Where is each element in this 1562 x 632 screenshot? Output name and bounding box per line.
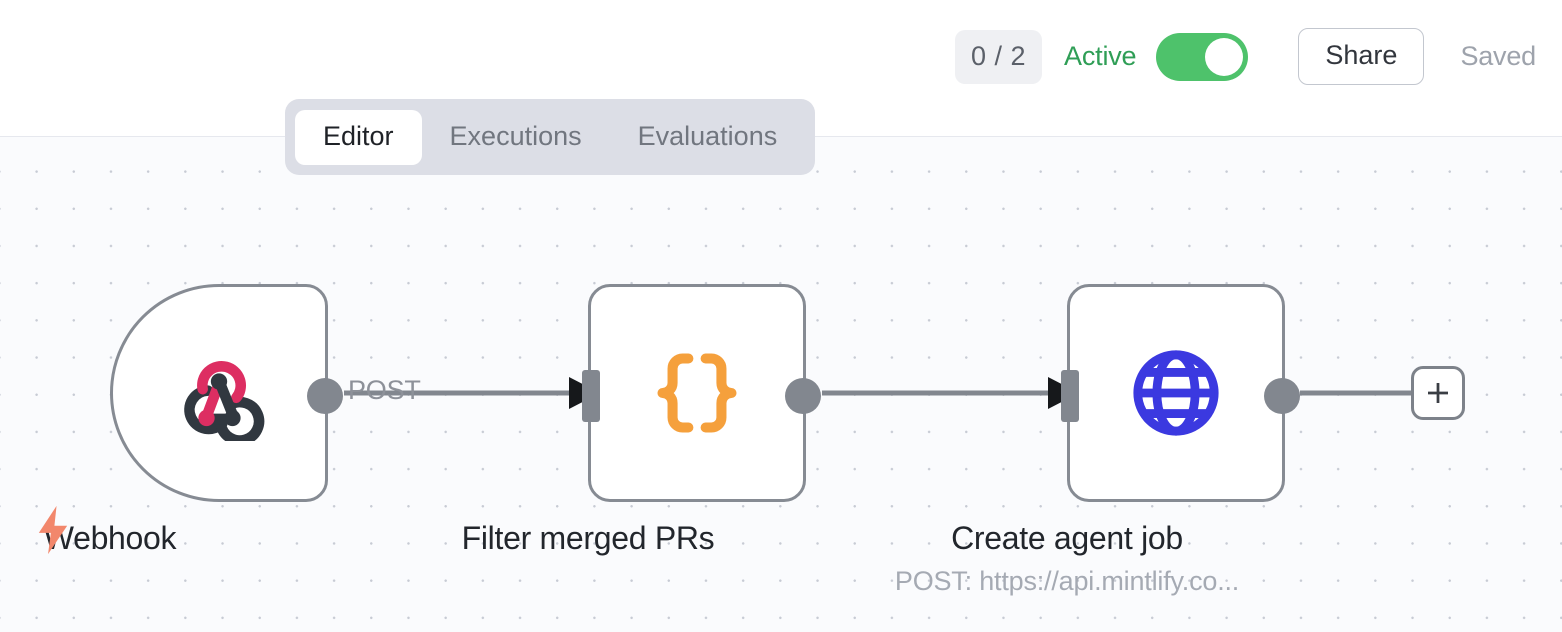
node-create-agent-job-label: Create agent job xyxy=(951,520,1183,556)
code-braces-icon xyxy=(651,347,743,439)
node-filter-merged-prs-body[interactable] xyxy=(582,284,821,502)
add-node-button[interactable] xyxy=(1411,366,1465,420)
saved-status-label: Saved xyxy=(1460,41,1536,71)
globe-icon xyxy=(1129,346,1223,440)
tab-editor[interactable]: Editor xyxy=(295,109,422,165)
workflow-canvas[interactable]: POST xyxy=(0,136,1562,632)
webhook-icon xyxy=(171,345,267,441)
node-create-agent-job-body[interactable] xyxy=(1061,284,1300,502)
share-button[interactable]: Share xyxy=(1298,28,1425,85)
toggle-knob xyxy=(1205,37,1244,76)
execution-count-badge: 0 / 2 xyxy=(955,29,1043,84)
edge-label-post: POST xyxy=(348,375,421,405)
active-status-label: Active xyxy=(1064,41,1137,71)
plus-icon xyxy=(1428,383,1448,403)
tab-executions[interactable]: Executions xyxy=(449,120,582,151)
active-toggle[interactable] xyxy=(1156,32,1249,81)
webhook-output-port[interactable] xyxy=(307,378,343,414)
node-webhook-body[interactable] xyxy=(110,284,343,502)
node-create-agent-job-sublabel: POST: https://api.mintlify.co... xyxy=(894,566,1240,596)
create-agent-job-input-port[interactable] xyxy=(1061,370,1079,422)
lightning-bolt-icon xyxy=(36,505,70,555)
header-actions: 0 / 2 Active Share Saved xyxy=(955,28,1536,85)
node-filter-merged-prs-label: Filter merged PRs xyxy=(461,520,715,556)
create-agent-job-output-port[interactable] xyxy=(1264,378,1300,414)
filter-input-port[interactable] xyxy=(582,370,600,422)
filter-output-port[interactable] xyxy=(785,378,821,414)
tab-evaluations[interactable]: Evaluations xyxy=(637,120,778,151)
view-tabs: Editor Executions Evaluations xyxy=(285,99,816,175)
